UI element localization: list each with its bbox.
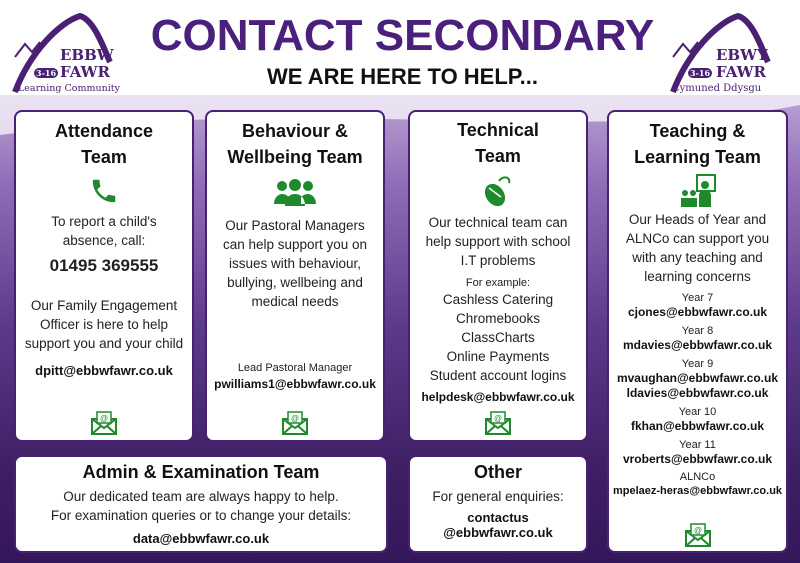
teacher-icon <box>680 174 716 207</box>
example-list: Cashless Catering Chromebooks ClassChart… <box>429 292 567 383</box>
other-card: Other For general enquiries: contactus @… <box>408 455 588 553</box>
page-subtitle: WE ARE HERE TO HELP... <box>267 64 538 89</box>
email-link[interactable]: fkhan@ebbwfawr.co.uk <box>630 419 765 433</box>
card-title: Behaviour & Wellbeing Team <box>227 121 363 167</box>
phone-icon <box>92 179 116 203</box>
card-title: Other <box>473 462 522 482</box>
email-icon[interactable]: @ <box>90 410 118 436</box>
email-link[interactable]: cjones@ebbwfawr.co.uk <box>627 305 768 319</box>
people-icon <box>274 179 316 206</box>
email-link[interactable]: dpitt@ebbwfawr.co.uk <box>35 363 173 378</box>
email-link[interactable]: @ebbwfawr.co.uk <box>443 525 553 540</box>
svg-text:@: @ <box>100 414 108 423</box>
contact-list: Year 7 cjones@ebbwfawr.co.uk Year 8 mdav… <box>612 292 783 497</box>
phone-number[interactable]: 01495 369555 <box>49 256 159 275</box>
email-link[interactable]: pwilliams1@ebbwfawr.co.uk <box>214 377 376 391</box>
svg-text:@: @ <box>694 526 702 535</box>
email-link[interactable]: mdavies@ebbwfawr.co.uk <box>622 338 773 352</box>
page-title: CONTACT SECONDARY <box>150 11 655 60</box>
attendance-card: Attendance Team To report a child's abse… <box>14 110 194 442</box>
behaviour-card: Behaviour & Wellbeing Team Our Pastoral … <box>205 110 385 442</box>
email-link[interactable]: contactus <box>467 510 529 525</box>
svg-text:@: @ <box>291 414 299 423</box>
email-link[interactable]: ldavies@ebbwfawr.co.uk <box>626 386 769 400</box>
technical-card: Technical Team Our technical team can he… <box>408 110 588 442</box>
background-wave <box>0 95 800 135</box>
logo-right: EBWY 3-16 FAWR Cymuned Ddysgu <box>668 12 793 97</box>
email-icon[interactable]: @ <box>684 522 712 548</box>
email-link[interactable]: mpelaez-heras@ebbwfawr.co.uk <box>612 485 783 497</box>
email-icon[interactable]: @ <box>281 410 309 436</box>
teaching-card: Teaching & Learning Team Our Heads of Ye… <box>607 110 788 553</box>
card-title: Admin & Examination Team <box>82 462 320 482</box>
email-link[interactable]: vroberts@ebbwfawr.co.uk <box>622 452 773 466</box>
email-link[interactable]: mvaughan@ebbwfawr.co.uk <box>616 371 779 385</box>
card-title: Technical Team <box>457 120 539 166</box>
logo-left: EBBW 3-16 FAWR Learning Community <box>10 12 135 97</box>
svg-text:@: @ <box>494 414 502 423</box>
admin-card: Admin & Examination Team Our dedicated t… <box>14 455 388 553</box>
email-link[interactable]: data@ebbwfawr.co.uk <box>132 531 270 546</box>
mouse-icon <box>484 176 511 207</box>
card-title: Teaching & Learning Team <box>634 121 761 167</box>
email-link[interactable]: helpdesk@ebbwfawr.co.uk <box>421 390 575 404</box>
card-title: Attendance Team <box>54 121 153 167</box>
email-icon[interactable]: @ <box>484 410 512 436</box>
